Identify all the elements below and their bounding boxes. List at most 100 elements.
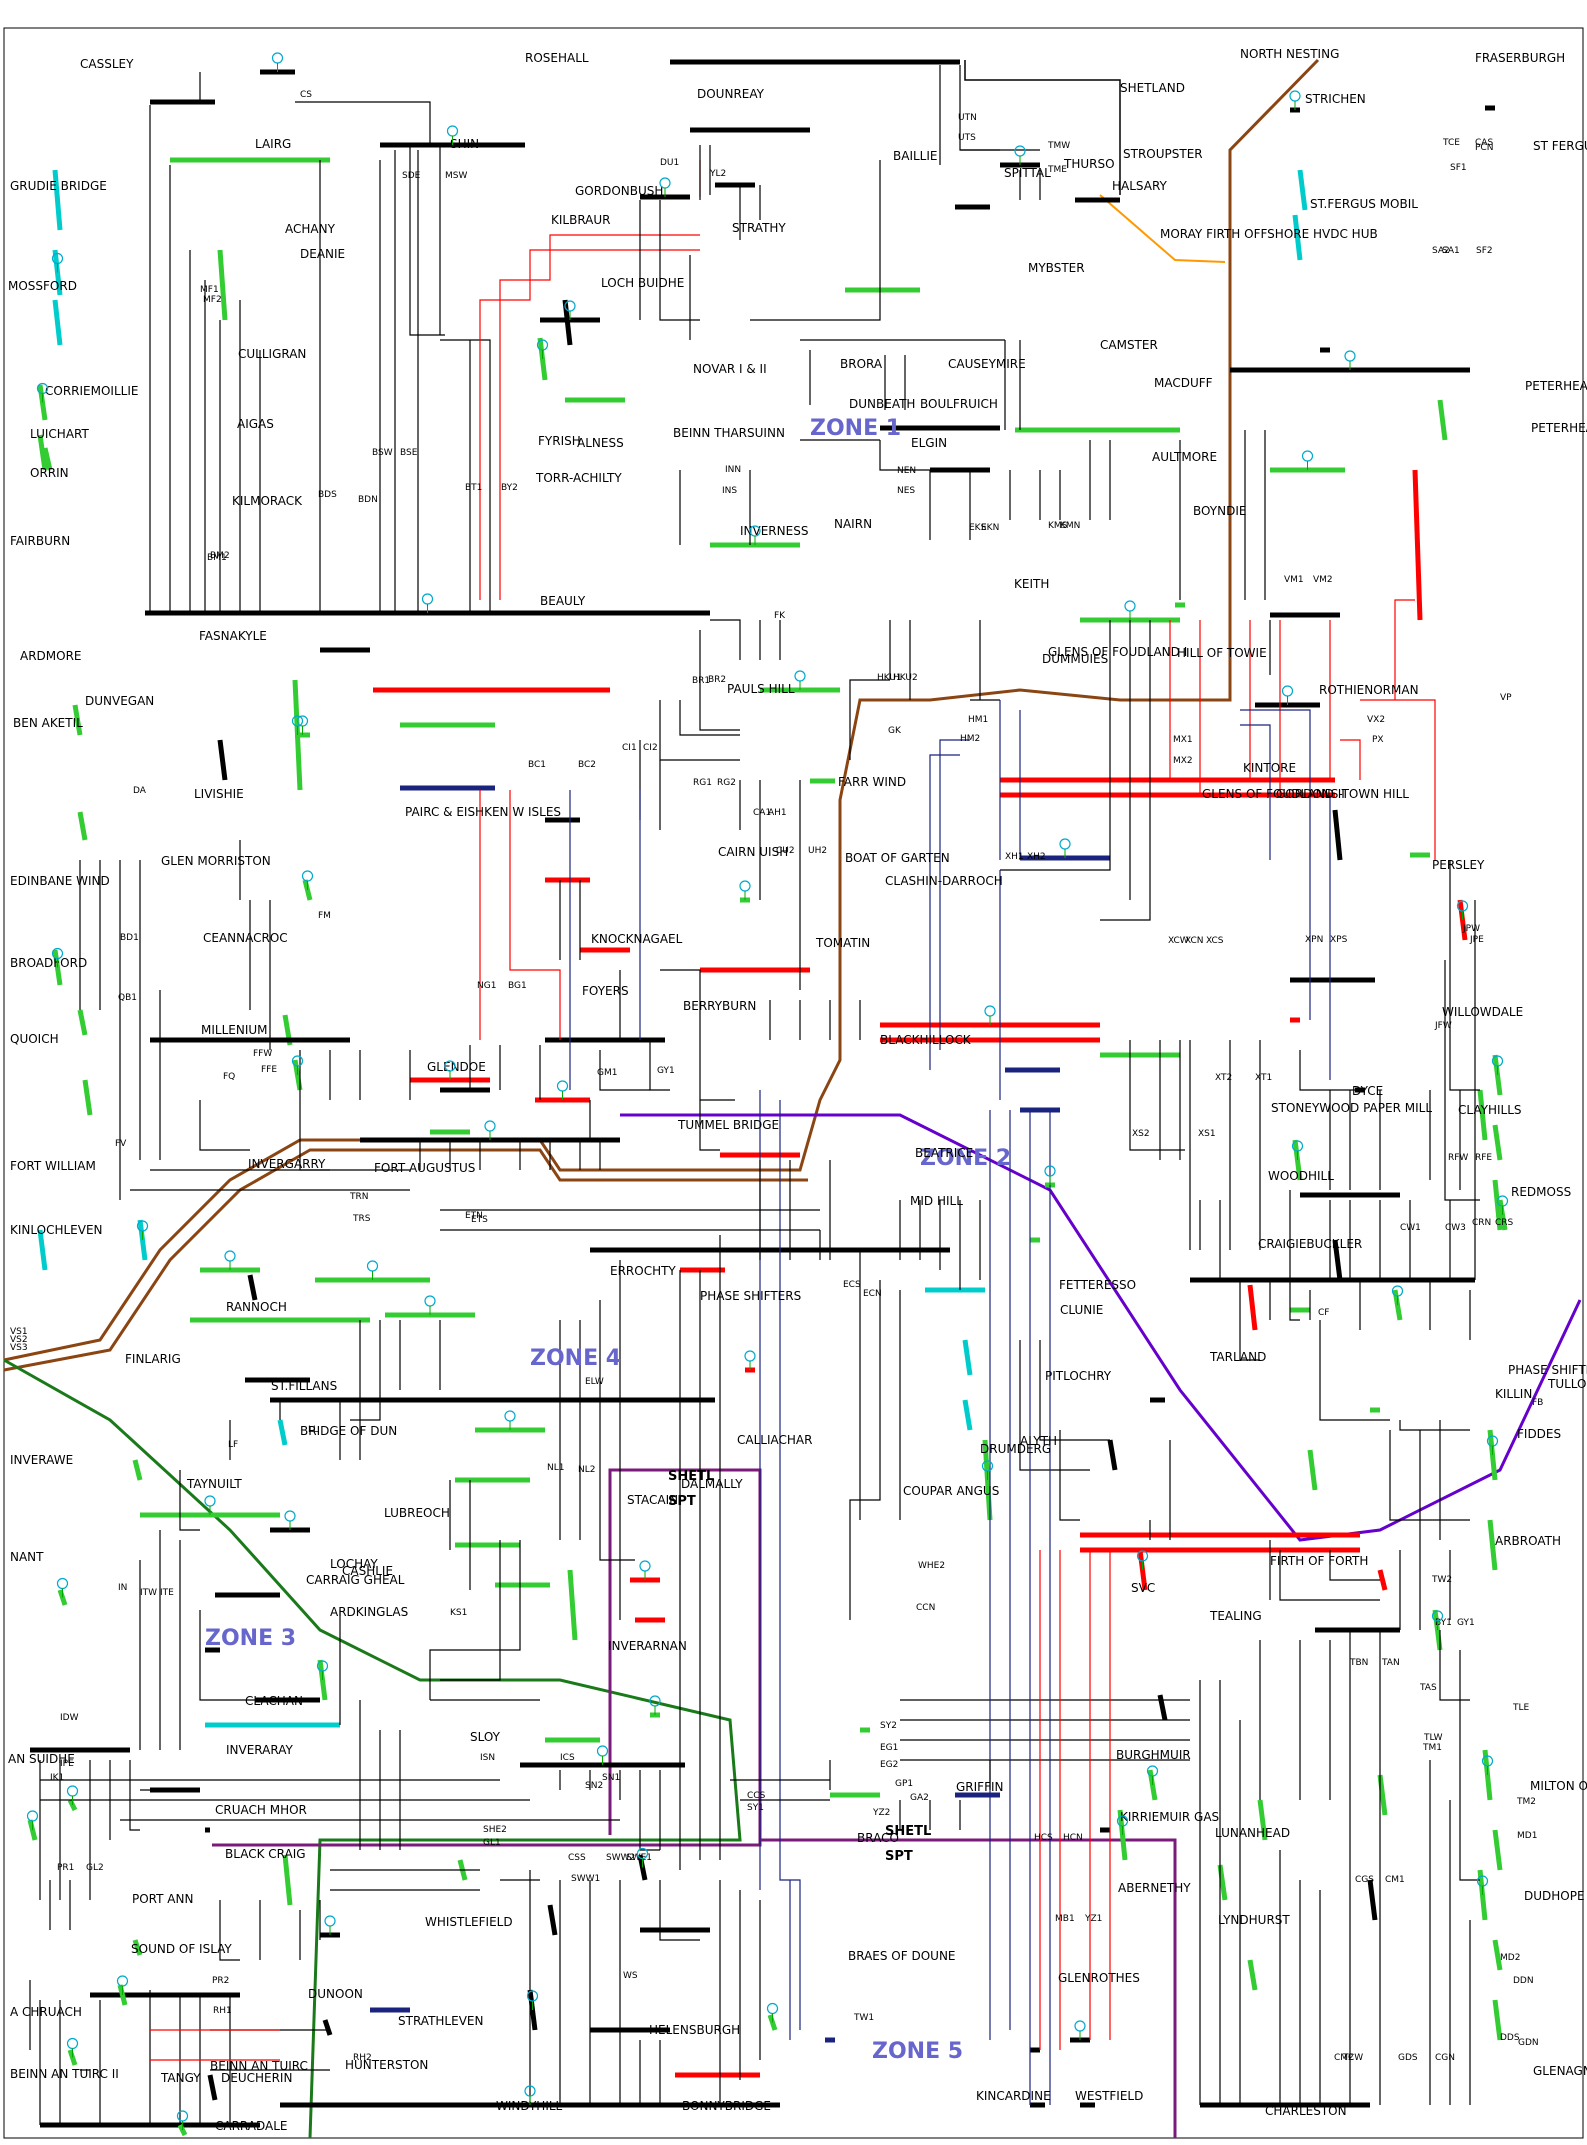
circuit-line <box>1129 1040 1185 1151</box>
substation-label: FRASERBURGH <box>1475 51 1565 65</box>
substation-label: LOCH BUIDHE <box>601 276 684 290</box>
circuit-label: GK <box>888 726 902 736</box>
circuit-label: CRN <box>1472 1218 1491 1228</box>
circuit-label: TCW <box>1342 2053 1363 2063</box>
busbar <box>52 299 63 346</box>
zone-label: ZONE 2 <box>920 1146 1011 1171</box>
substation-label: A CHRUACH <box>10 2005 82 2019</box>
substation-label: STROUPSTER <box>1123 147 1203 161</box>
circuit-label: XCW <box>1168 936 1189 946</box>
substation-label: ALNESS <box>577 436 624 450</box>
substation-label: ST.FILLANS <box>271 1379 337 1393</box>
circuit-line <box>929 754 960 1070</box>
circuit-label: MSW <box>445 171 467 181</box>
circuit-label: NL1 <box>547 1463 564 1473</box>
substation-label: CULLIGRAN <box>238 347 306 361</box>
circuit-line <box>1399 1420 1470 1431</box>
busbar <box>1332 809 1343 861</box>
circuit-label: BG1 <box>508 981 527 991</box>
circuit-label: HKU1 <box>877 673 902 683</box>
circuit-label: XS1 <box>1198 1129 1216 1139</box>
circuit-label: FB <box>1532 1398 1543 1408</box>
substation-label: THURSO <box>1063 157 1115 171</box>
substation-label: TOMATIN <box>815 936 870 950</box>
circuit-line <box>1240 709 1311 1020</box>
substation-label: DUDHOPE <box>1524 1889 1585 1903</box>
substation-label: CARRADALE <box>215 2119 288 2133</box>
busbar <box>282 1854 293 1906</box>
circuit-label: XT1 <box>1255 1073 1272 1083</box>
circuit-line <box>710 619 741 660</box>
substation-label: BAILLIE <box>893 149 937 163</box>
substation-label: PAIRC & EISHKEN W ISLES <box>405 805 561 819</box>
circuit-line <box>1039 1340 1110 1441</box>
substation-label: PHASE SHIFTERS <box>700 1289 801 1303</box>
circuit-line <box>1299 1050 1355 1091</box>
substation-label: REDMOSS <box>1511 1185 1571 1199</box>
circuit-label: IN <box>118 1583 127 1593</box>
busbar <box>77 1009 88 1036</box>
substation-label: DUNVEGAN <box>85 694 154 708</box>
circuit-label: DA <box>133 786 147 796</box>
circuit-label: MX2 <box>1173 756 1193 766</box>
busbar <box>547 1904 558 1936</box>
busbar <box>1307 1449 1318 1491</box>
circuit-label: TLE <box>1512 1703 1530 1713</box>
substation-label: BURGHMUIR <box>1116 1748 1191 1762</box>
zone-label: ZONE 3 <box>205 1626 296 1651</box>
substation-label: GORDONBUSH <box>575 184 663 198</box>
busbar <box>1377 1774 1388 1816</box>
circuit-label: VS2 <box>10 1335 28 1345</box>
substation-label: GLENS OF FOUDLAND I <box>1048 645 1187 659</box>
circuit-label: CI1 <box>622 743 637 753</box>
zone-1-boundary-2 <box>3 1148 808 1372</box>
substation-label: PITLOCHRY <box>1045 1369 1112 1383</box>
circuit-label: XS2 <box>1132 1129 1150 1139</box>
circuit-label: YL2 <box>709 169 726 179</box>
circuit-line <box>295 101 431 145</box>
substation-label: ERROCHTY <box>610 1264 676 1278</box>
substation-label: BLACKHILLOCK <box>880 1033 972 1047</box>
busbar <box>1297 169 1308 211</box>
generator-symbol <box>66 2037 79 2050</box>
substation-label: SHETLAND <box>1120 81 1185 95</box>
circuit-label: FFW <box>253 1049 272 1059</box>
circuit-label: NG1 <box>477 981 496 991</box>
substation-label: KNOCKNAGAEL <box>591 932 683 946</box>
substation-label: ARDMORE <box>20 649 82 663</box>
circuit-label: QB1 <box>118 993 137 1003</box>
generator-symbol <box>1344 350 1356 362</box>
substation-label: BOYNDIE <box>1193 504 1246 518</box>
circuit-line <box>849 1280 881 1620</box>
circuit-label: GDS <box>1398 2053 1418 2063</box>
substation-label: BEN AKETIL <box>13 716 83 730</box>
busbar <box>1487 1519 1498 1571</box>
circuit-label: MD2 <box>1500 1953 1520 1963</box>
busbar <box>72 704 83 736</box>
substation-label: PORT ANN <box>132 1892 193 1906</box>
substation-label: TUMMEL BRIDGE <box>677 1118 779 1132</box>
circuit-label: CI2 <box>643 743 658 753</box>
substation-label: LUBREOCH <box>384 1506 450 1520</box>
substation-label: CALLIACHAR <box>737 1433 812 1447</box>
generator-symbol <box>596 1745 609 1757</box>
substation-label: LAIRG <box>255 137 291 151</box>
circuit-label: VS3 <box>10 1343 28 1353</box>
circuit-label: MF2 <box>203 295 222 305</box>
circuit-label: JFW <box>1434 1021 1452 1031</box>
circuit-label: KS1 <box>450 1608 467 1618</box>
generator-symbol <box>366 1260 379 1272</box>
circuit-label: TW2 <box>1431 1575 1452 1585</box>
generator-symbol <box>204 1495 216 1507</box>
substation-label: DUNBEATH <box>849 397 915 411</box>
circuit-label: DDS <box>1500 2033 1520 2043</box>
generator-symbol <box>639 1560 651 1572</box>
substation-label: NOVAR I & II <box>693 362 767 376</box>
circuit-label: PR2 <box>212 1976 229 1986</box>
generator-symbol <box>1289 90 1301 102</box>
circuit-label: PR1 <box>57 1863 74 1873</box>
generator-symbol <box>504 1410 516 1422</box>
circuit-line <box>699 1040 735 1101</box>
